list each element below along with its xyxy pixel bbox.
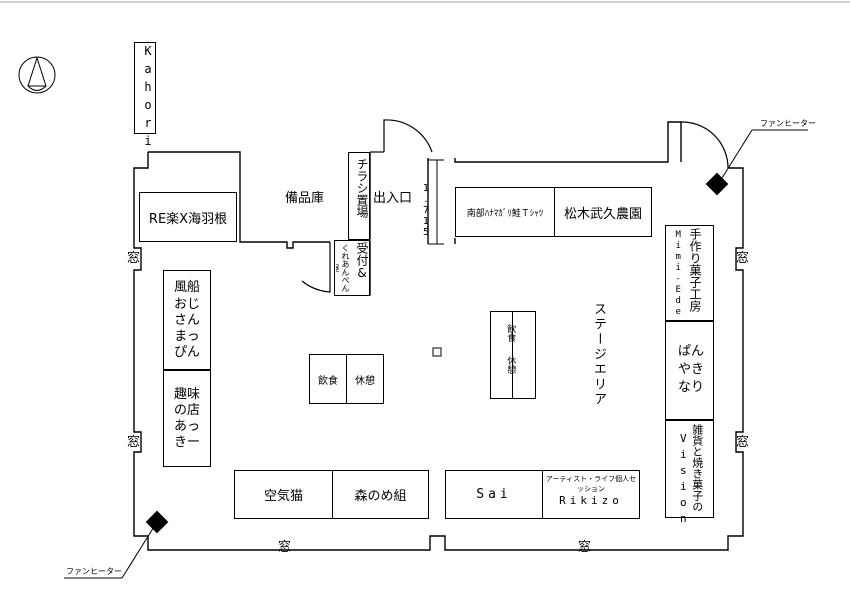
flyer-stand-label: チラシ置場 <box>355 158 369 218</box>
fan-heater-label-top: ファンヒーター <box>760 119 816 128</box>
doors <box>301 119 729 293</box>
booth-kahori-label: Kahori <box>141 44 155 152</box>
booth-tezukuri-label: 手作り菓子工房 <box>688 228 702 312</box>
booth-nanbu[interactable]: 南部ﾊﾅﾏｶﾞﾘ鮭Ｔｼｬﾂ <box>455 187 555 237</box>
booth-kahori[interactable] <box>134 42 156 134</box>
rest-area-rest[interactable]: 休憩 <box>346 354 384 404</box>
booth-tezukuri[interactable] <box>665 225 714 321</box>
booth-panyaki[interactable] <box>665 321 714 420</box>
window-label-bottom-right: 窓 <box>578 540 592 555</box>
booth-sai[interactable]: Sai <box>445 470 543 519</box>
pillar <box>432 347 442 357</box>
building-walls <box>133 121 744 551</box>
storage-room-label: 備品庫 <box>285 191 325 206</box>
north-arrow-icon <box>18 56 56 94</box>
booth-mori-nome[interactable]: 森のめ組 <box>332 470 429 519</box>
reception-desk[interactable] <box>334 240 370 296</box>
fan-heater-icon <box>145 510 169 534</box>
rest-area-right-eat: 飲食 <box>505 324 516 342</box>
booth-shumi-label: 趣味の店あっきー <box>173 386 200 451</box>
rest-area-right-divider <box>512 311 513 399</box>
booth-panyaki-label: ぱんやきなり <box>677 343 704 396</box>
booth-matsuki[interactable]: 松木武久農園 <box>554 187 652 237</box>
booth-mimi-eden-label: Mimi-Eden <box>673 230 684 329</box>
window-label-right-top: 窓 <box>736 251 750 266</box>
booth-rikizo-label: Rikizo <box>559 493 623 507</box>
rest-area-right[interactable] <box>490 311 536 399</box>
reception-sub-label: くれあんぺん屋 <box>336 244 350 292</box>
rest-area-right-rest: 休憩 <box>505 356 516 374</box>
booth-shumi[interactable] <box>163 370 211 467</box>
window-label-bottom-left: 窓 <box>278 540 292 555</box>
window-label-left-bottom: 窓 <box>127 435 141 450</box>
booth-artist-rikizo[interactable] <box>542 470 640 519</box>
fan-heater-label-bottom: ファンヒーター <box>66 567 122 576</box>
booth-re-kaiu[interactable]: RE楽X海羽根 <box>139 192 237 242</box>
stage-area-label: ステージエリア <box>590 302 606 407</box>
window-label-right-bottom: 窓 <box>736 435 750 450</box>
rest-area-eat[interactable]: 飲食 <box>309 354 347 404</box>
dimension-line <box>428 159 444 245</box>
booth-zakka-label: 雑貨と焼き菓子の <box>690 424 704 512</box>
fan-heater-leaders <box>64 129 808 579</box>
booth-fusen[interactable] <box>163 270 211 370</box>
booth-zakka-vision[interactable] <box>665 420 714 518</box>
reception-label: 受付& <box>355 242 369 280</box>
fan-heater-icon <box>705 172 729 196</box>
window-label-left-top: 窓 <box>127 251 141 266</box>
booth-artist-label: アーティスト・ライフ個人セッション <box>545 475 637 493</box>
booth-fusen-label: 風船おじさんまっぴん <box>173 280 200 361</box>
entrance-label: 出入口 <box>373 191 413 206</box>
booth-kuki-neko[interactable]: 空気猫 <box>234 470 333 519</box>
booth-vision-label: Vision <box>676 432 690 528</box>
dimension-label: 1.715 <box>420 183 432 238</box>
flyer-stand[interactable] <box>348 152 370 240</box>
